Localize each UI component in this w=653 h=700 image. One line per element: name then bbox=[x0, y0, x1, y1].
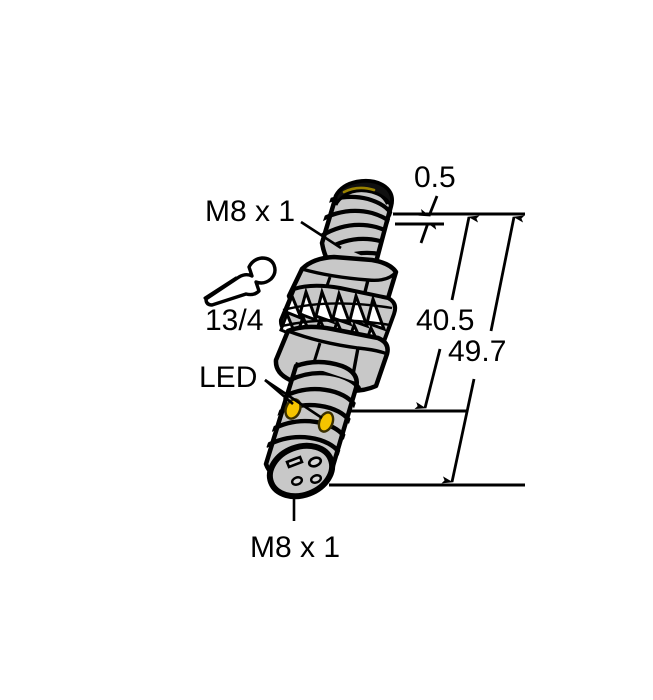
bottom-thread-callout-label: M8 x 1 bbox=[250, 531, 340, 564]
dimension-40-5-arrow-up bbox=[450, 215, 480, 301]
led-leader-line-2 bbox=[264, 378, 323, 420]
led-indicators bbox=[284, 398, 335, 433]
dimension-40-5-arrow-down bbox=[414, 348, 442, 410]
dimension-40-5: 40.5 bbox=[414, 215, 480, 410]
sensor-body bbox=[263, 178, 399, 500]
wrench-size-callout: 13/4 bbox=[203, 256, 277, 337]
connector-end-face bbox=[266, 442, 336, 500]
dimension-49-7: 49.7 bbox=[441, 215, 525, 484]
led-callout-label: LED bbox=[199, 361, 257, 394]
connector-pin-hole-1 bbox=[307, 456, 323, 468]
led-callout: LED bbox=[199, 361, 323, 420]
wrench-icon bbox=[203, 256, 277, 307]
sensing-face-highlight bbox=[342, 186, 376, 194]
dimension-0-5-value: 0.5 bbox=[414, 161, 456, 194]
dimension-40-5-value: 40.5 bbox=[416, 304, 474, 337]
connector-pin-hole-3 bbox=[309, 474, 323, 484]
wrench-size-label: 13/4 bbox=[205, 304, 263, 337]
connector-keyway-slot bbox=[285, 455, 304, 469]
wrench-outline bbox=[204, 256, 277, 307]
top-thread-callout: M8 x 1 bbox=[205, 195, 342, 250]
extension-lines bbox=[329, 212, 525, 487]
dimension-0-5-arrow-down bbox=[418, 195, 439, 217]
sensing-face-cap bbox=[334, 179, 394, 211]
dimension-0-5-arrow-up bbox=[419, 222, 439, 244]
dimension-49-7-arrow-down bbox=[441, 378, 476, 484]
dimension-49-7-arrow-up bbox=[489, 215, 525, 332]
dimension-0-5: 0.5 bbox=[414, 161, 456, 244]
top-thread-leader-line bbox=[300, 220, 342, 250]
connector-pin-hole-2 bbox=[290, 476, 304, 486]
dimension-49-7-value: 49.7 bbox=[448, 335, 506, 368]
knurl-thread-lines bbox=[281, 302, 393, 328]
top-thread-callout-label: M8 x 1 bbox=[205, 195, 295, 228]
bottom-thread-callout: M8 x 1 bbox=[250, 496, 340, 564]
